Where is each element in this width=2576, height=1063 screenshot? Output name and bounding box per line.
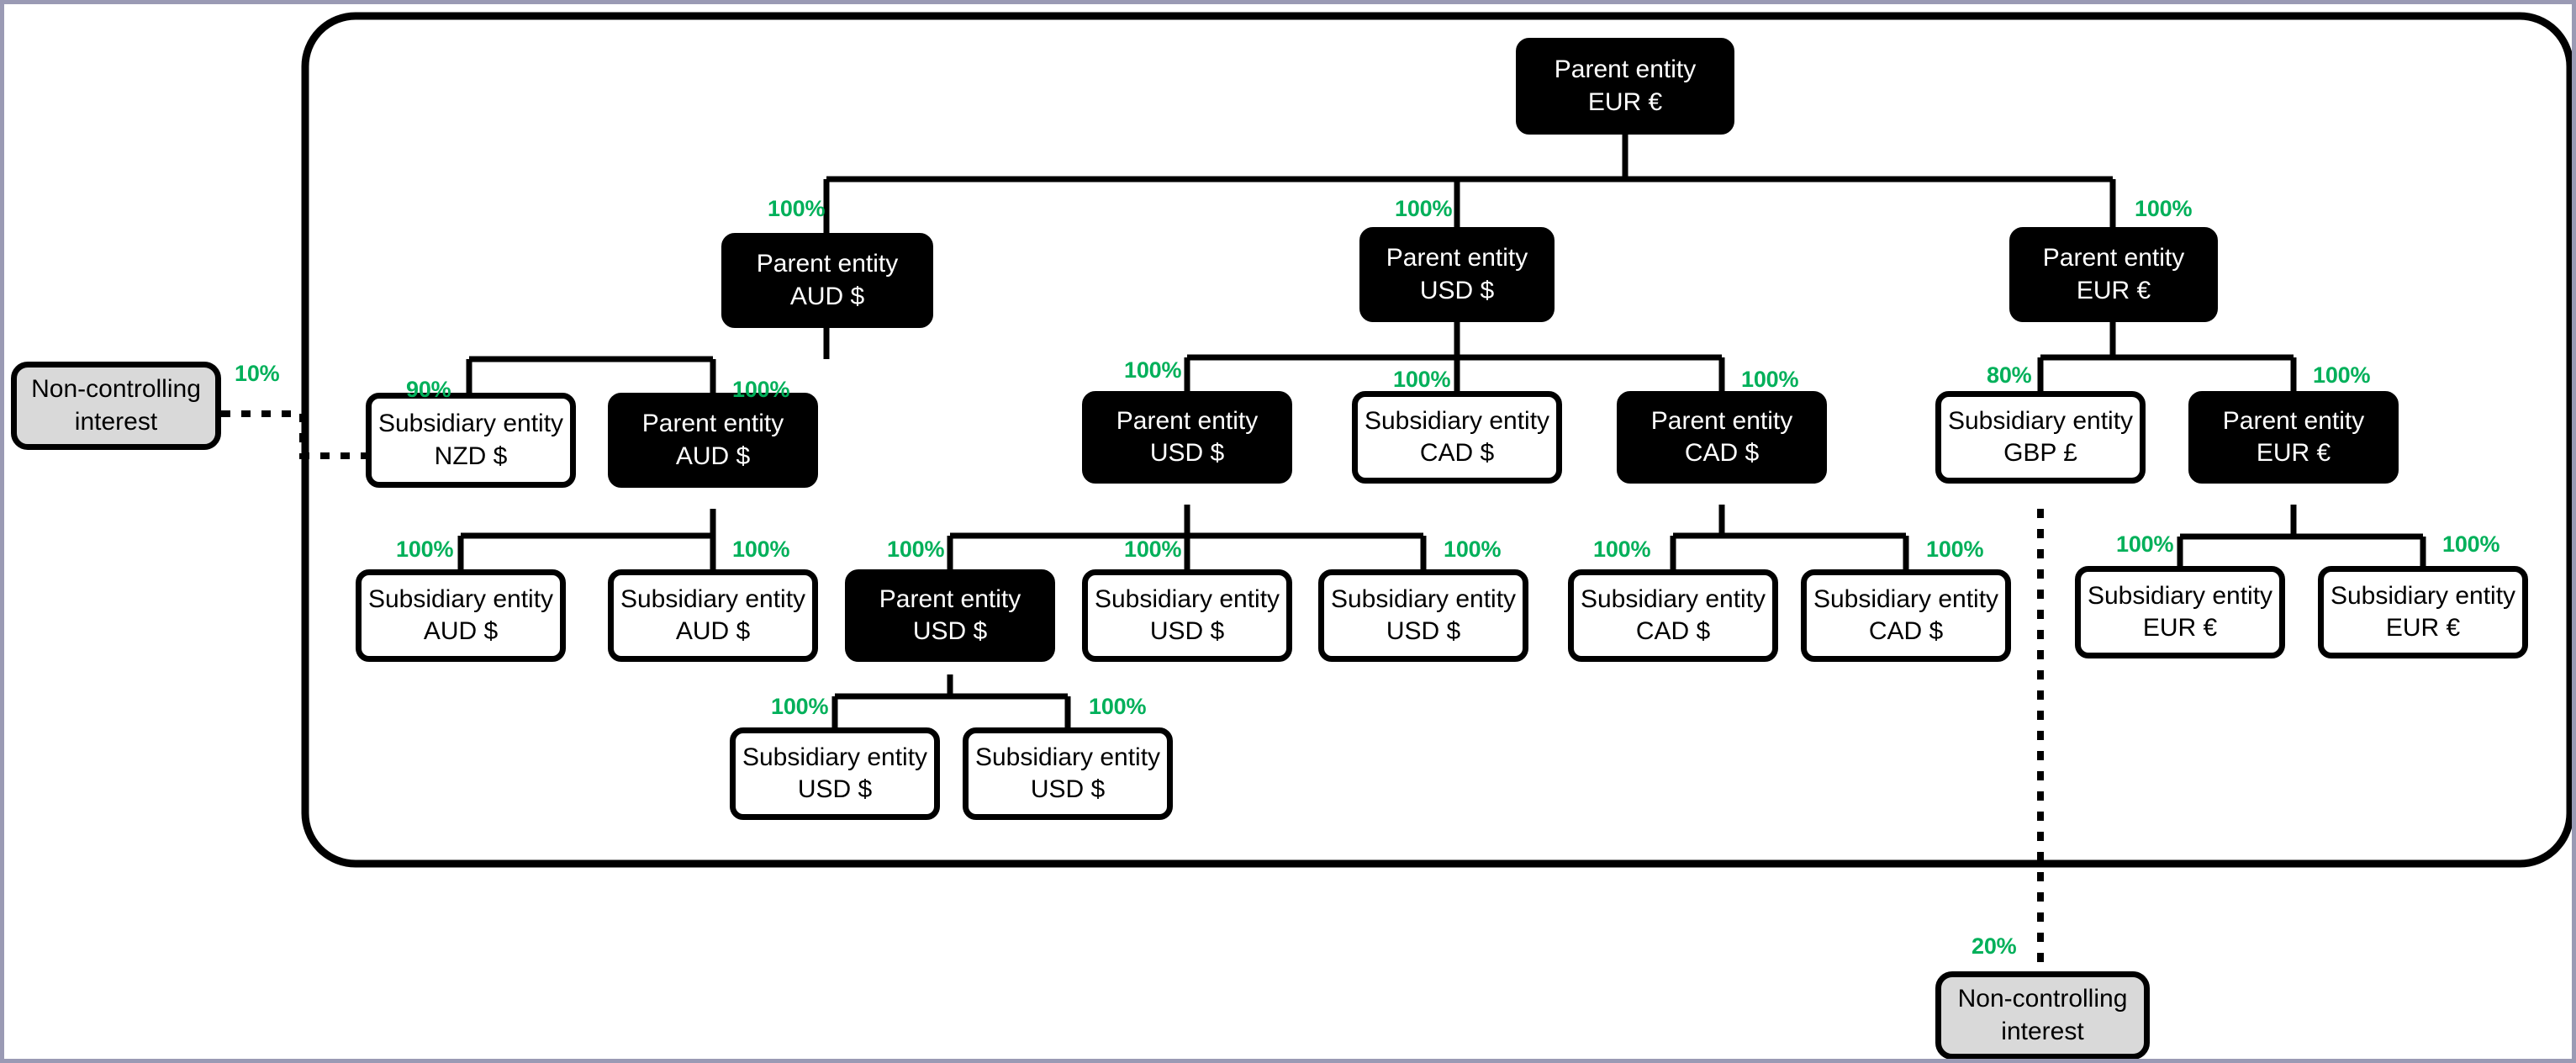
node-line1: Parent entity xyxy=(1554,56,1697,84)
pct-n10-n19: 100% xyxy=(2442,532,2500,557)
node-line2: AUD $ xyxy=(675,617,751,645)
node-line2: USD $ xyxy=(1030,775,1106,803)
node-line1: Parent entity xyxy=(2042,244,2185,272)
node-line1: Parent entity xyxy=(641,410,784,438)
pct-n1-n5: 100% xyxy=(732,377,790,402)
node-n1-parent-aud[interactable]: Parent entity AUD $ xyxy=(721,233,933,328)
node-line1: Subsidiary entity xyxy=(377,410,564,438)
node-line1: Parent entity xyxy=(1650,406,1793,435)
node-line1: Subsidiary entity xyxy=(1580,584,1766,613)
node-line1: Subsidiary entity xyxy=(1330,584,1517,613)
node-line1: Parent entity xyxy=(2222,406,2365,435)
node-n13-parent-usd[interactable]: Parent entity USD $ xyxy=(845,569,1055,662)
node-line2: EUR € xyxy=(2256,439,2331,467)
pct-n10-n18: 100% xyxy=(2116,532,2174,557)
node-n12-subsidiary-aud[interactable]: Subsidiary entity AUD $ xyxy=(608,569,818,662)
pct-n1-n4: 90% xyxy=(406,377,451,402)
node-line1: Subsidiary entity xyxy=(620,584,806,613)
node-line1: Non-controlling xyxy=(1957,985,2128,1013)
node-line2: AUD $ xyxy=(789,282,865,310)
node-n11-subsidiary-aud[interactable]: Subsidiary entity AUD $ xyxy=(356,569,566,662)
node-line2: USD $ xyxy=(912,617,988,645)
node-nci-left[interactable]: Non-controlling interest xyxy=(11,362,221,450)
node-line2: GBP £ xyxy=(2003,439,2077,467)
node-line2: USD $ xyxy=(797,775,873,803)
pct-n2-n6: 100% xyxy=(1124,357,1182,383)
node-line2: interest xyxy=(2001,1017,2084,1045)
node-line1: Parent entity xyxy=(879,584,1021,613)
node-line2: USD $ xyxy=(1386,617,1461,645)
edge-nciL-n4 xyxy=(221,410,366,459)
pct-n8-n17: 100% xyxy=(1926,537,1984,562)
node-line2: EUR € xyxy=(2076,276,2151,304)
node-line1: Subsidiary entity xyxy=(1094,584,1280,613)
pct-n6-n13: 100% xyxy=(887,537,945,562)
node-line2: USD $ xyxy=(1149,439,1225,467)
node-line2: EUR € xyxy=(2142,614,2218,642)
node-line1: Non-controlling xyxy=(31,375,201,404)
node-n16-subsidiary-cad[interactable]: Subsidiary entity CAD $ xyxy=(1568,569,1778,662)
node-line1: Subsidiary entity xyxy=(974,743,1161,771)
pct-n0-n1: 100% xyxy=(768,196,826,221)
node-line2: EUR € xyxy=(2385,614,2461,642)
node-n18-subsidiary-eur[interactable]: Subsidiary entity EUR € xyxy=(2075,566,2285,658)
pct-n2-n7: 100% xyxy=(1393,367,1451,392)
pct-n8-n16: 100% xyxy=(1593,537,1651,562)
node-n20-subsidiary-usd[interactable]: Subsidiary entity USD $ xyxy=(730,727,940,820)
node-n4-subsidiary-nzd[interactable]: Subsidiary entity NZD $ xyxy=(366,393,576,488)
node-n9-subsidiary-gbp[interactable]: Subsidiary entity GBP £ xyxy=(1935,391,2146,484)
node-line1: Parent entity xyxy=(1386,244,1528,272)
node-line1: Subsidiary entity xyxy=(1364,406,1550,435)
node-n7-subsidiary-cad[interactable]: Subsidiary entity CAD $ xyxy=(1352,391,1562,484)
node-n21-subsidiary-usd[interactable]: Subsidiary entity USD $ xyxy=(963,727,1173,820)
node-n2-parent-usd[interactable]: Parent entity USD $ xyxy=(1359,227,1555,322)
node-n19-subsidiary-eur[interactable]: Subsidiary entity EUR € xyxy=(2318,566,2528,658)
pct-n3-n10: 100% xyxy=(2313,362,2371,388)
node-n14-subsidiary-usd[interactable]: Subsidiary entity USD $ xyxy=(1082,569,1292,662)
pct-n3-n9: 80% xyxy=(1987,362,2032,388)
pct-n5-n12: 100% xyxy=(732,537,790,562)
node-n0-parent-eur[interactable]: Parent entity EUR € xyxy=(1516,38,1734,135)
node-n3-parent-eur[interactable]: Parent entity EUR € xyxy=(2009,227,2218,322)
pct-n0-n2: 100% xyxy=(1395,196,1453,221)
node-n6-parent-usd[interactable]: Parent entity USD $ xyxy=(1082,391,1292,484)
node-line2: CAD $ xyxy=(1419,439,1495,467)
node-line1: Parent entity xyxy=(1116,406,1259,435)
node-line1: Subsidiary entity xyxy=(742,743,928,771)
node-line2: CAD $ xyxy=(1868,617,1944,645)
node-line2: CAD $ xyxy=(1635,617,1711,645)
node-n10-parent-eur[interactable]: Parent entity EUR € xyxy=(2188,391,2399,484)
pct-n2-n8: 100% xyxy=(1741,367,1799,392)
node-n8-parent-cad[interactable]: Parent entity CAD $ xyxy=(1617,391,1827,484)
node-line2: interest xyxy=(74,407,158,436)
node-nci-right[interactable]: Non-controlling interest xyxy=(1935,971,2150,1059)
pct-n5-n11: 100% xyxy=(396,537,454,562)
node-line1: Parent entity xyxy=(756,250,899,278)
node-line1: Subsidiary entity xyxy=(1947,406,2134,435)
node-n17-subsidiary-cad[interactable]: Subsidiary entity CAD $ xyxy=(1801,569,2011,662)
pct-n13-n20: 100% xyxy=(771,694,829,719)
node-line1: Subsidiary entity xyxy=(367,584,554,613)
node-n5-parent-aud[interactable]: Parent entity AUD $ xyxy=(608,393,818,488)
pct-n6-n14: 100% xyxy=(1124,537,1182,562)
node-line2: USD $ xyxy=(1149,617,1225,645)
node-line2: AUD $ xyxy=(675,442,751,470)
node-line1: Subsidiary entity xyxy=(2330,581,2516,610)
node-line2: AUD $ xyxy=(423,617,499,645)
pct-n0-n3: 100% xyxy=(2135,196,2193,221)
node-line2: NZD $ xyxy=(434,442,508,470)
node-line2: USD $ xyxy=(1419,276,1495,304)
pct-n6-n15: 100% xyxy=(1444,537,1502,562)
node-n15-subsidiary-usd[interactable]: Subsidiary entity USD $ xyxy=(1318,569,1528,662)
node-line2: CAD $ xyxy=(1684,439,1760,467)
node-line1: Subsidiary entity xyxy=(2087,581,2273,610)
node-line2: EUR € xyxy=(1587,87,1663,116)
node-line1: Subsidiary entity xyxy=(1813,584,1999,613)
pct-n9-nciR: 20% xyxy=(1972,933,2017,959)
pct-nciL-n4: 10% xyxy=(235,361,280,386)
pct-n13-n21: 100% xyxy=(1089,694,1147,719)
connector-layer xyxy=(221,12,2572,971)
